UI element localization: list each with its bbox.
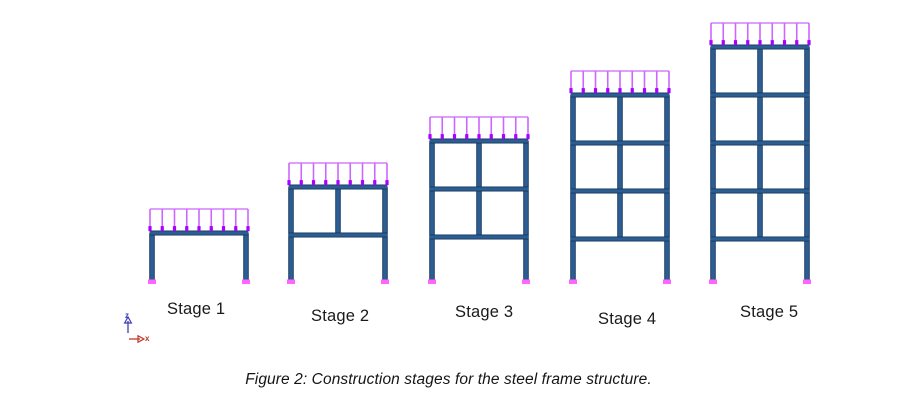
load-arrow-head: [465, 134, 469, 140]
load-arrow-head: [148, 226, 152, 232]
load-arrow-head: [581, 88, 585, 94]
load-arrow-head: [385, 180, 389, 186]
load-arrow-head: [348, 180, 352, 186]
stage-label-3: Stage 3: [455, 303, 514, 321]
load-arrow-head: [782, 40, 787, 46]
distributed-load: [428, 116, 530, 140]
figure-caption: Figure 2: Construction stages for the st…: [245, 371, 652, 388]
support-marker-right: [522, 279, 530, 284]
load-arrow-head: [593, 88, 598, 94]
load-arrow-head: [606, 88, 610, 94]
distributed-load: [287, 162, 389, 186]
frame-stage-1: [148, 208, 250, 284]
load-arrow-head: [373, 180, 377, 186]
load-arrow-head: [197, 226, 201, 232]
stage-label-2: Stage 2: [311, 307, 370, 325]
load-arrow-head: [795, 40, 799, 46]
load-arrow-head: [324, 180, 328, 186]
load-arrow-head: [514, 134, 518, 140]
load-arrow-head: [770, 40, 774, 46]
axis-x-label: x: [145, 334, 150, 343]
frame-stage-4: [569, 70, 671, 284]
load-arrow-head: [667, 88, 671, 94]
load-arrow-head: [709, 40, 713, 46]
support-marker-right: [242, 279, 250, 284]
stages-group: [148, 22, 811, 284]
load-arrow-head: [477, 134, 481, 140]
arrow-up-icon: [123, 315, 133, 324]
arrow-right-icon: [137, 334, 146, 344]
support-marker-right: [803, 279, 811, 284]
load-arrow-head: [160, 226, 164, 232]
support-marker-right: [381, 279, 389, 284]
support-marker-left: [569, 279, 577, 284]
load-arrow-head: [234, 226, 238, 232]
axis-z-label: z: [125, 311, 129, 320]
frame-stage-3: [428, 116, 530, 284]
axis-indicator: [123, 315, 146, 344]
load-arrow-head: [287, 180, 291, 186]
load-arrow-head: [209, 226, 213, 232]
stage-label-5: Stage 5: [740, 303, 799, 321]
load-arrow-head: [299, 180, 303, 186]
frame-stage-5: [709, 22, 811, 284]
load-arrow-head: [642, 88, 647, 94]
load-arrow-head: [501, 134, 506, 140]
load-arrow-head: [428, 134, 432, 140]
support-marker-left: [428, 279, 436, 284]
distributed-load: [148, 208, 250, 232]
load-arrow-head: [655, 88, 659, 94]
support-marker-left: [287, 279, 295, 284]
load-arrow-head: [721, 40, 725, 46]
load-arrow-head: [185, 226, 189, 232]
load-arrow-head: [221, 226, 226, 232]
load-arrow-head: [746, 40, 750, 46]
distributed-load: [569, 70, 671, 94]
load-arrow-head: [452, 134, 457, 140]
support-marker-left: [709, 279, 717, 284]
stage-label-1: Stage 1: [167, 300, 226, 318]
support-marker-left: [148, 279, 156, 284]
distributed-load: [709, 22, 811, 46]
load-arrow-head: [172, 226, 177, 232]
load-arrow-head: [360, 180, 365, 186]
load-arrow-head: [311, 180, 316, 186]
load-arrow-head: [440, 134, 444, 140]
load-arrow-head: [758, 40, 762, 46]
load-arrow-head: [807, 40, 811, 46]
frame-stage-2: [287, 162, 389, 284]
load-arrow-head: [569, 88, 573, 94]
load-arrow-head: [489, 134, 493, 140]
stage-label-4: Stage 4: [598, 310, 657, 328]
load-arrow-head: [246, 226, 250, 232]
load-arrow-head: [733, 40, 738, 46]
load-arrow-head: [618, 88, 622, 94]
load-arrow-head: [526, 134, 530, 140]
load-arrow-head: [336, 180, 340, 186]
load-arrow-head: [630, 88, 634, 94]
support-marker-right: [663, 279, 671, 284]
